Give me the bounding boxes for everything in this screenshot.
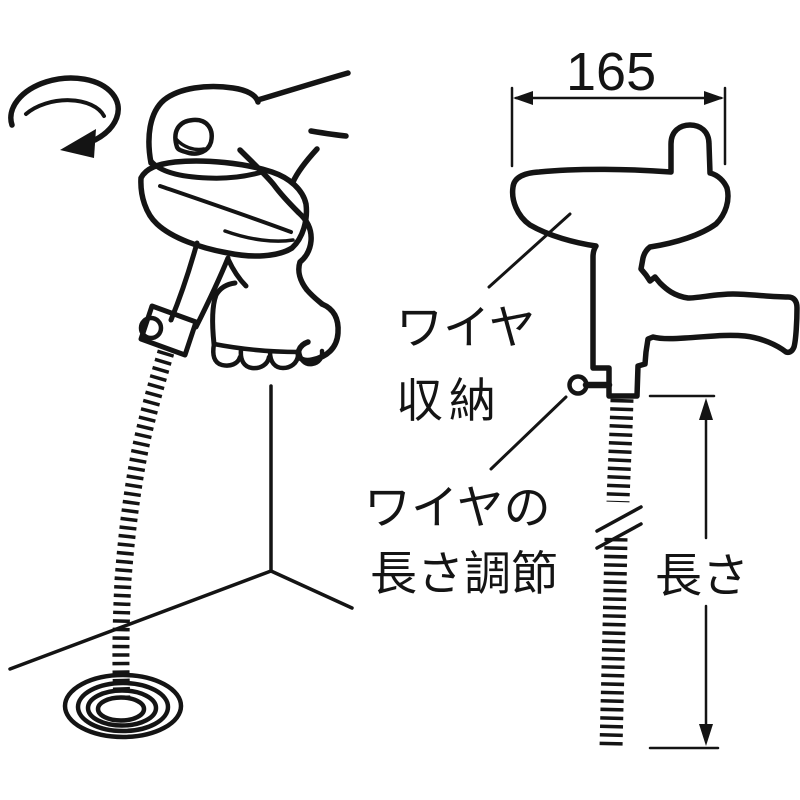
wire-length-adjuster [567, 374, 613, 396]
length-dimension-label: 長さ [655, 549, 749, 602]
fist-cuff-line [148, 158, 265, 181]
thumbscrew-left [138, 315, 164, 341]
wire-storage-label: ワイヤ 収納 [396, 301, 536, 427]
length-arrow-down [699, 724, 713, 746]
index-web-line [225, 256, 249, 289]
wire-length-adjust-label-line1: ワイヤの [364, 481, 551, 534]
hand-left-edge [210, 280, 238, 347]
tool-drum-left [138, 158, 310, 259]
finger-curl-4 [296, 348, 325, 367]
usage-illustration [8, 70, 354, 740]
drain-ring-2 [75, 680, 171, 734]
break-mark-lower [595, 522, 643, 550]
length-arrow-up [699, 398, 713, 420]
dimension-arrow-left [513, 91, 533, 105]
tool-nozzle-left [138, 240, 231, 358]
wire-upper-segment [606, 398, 634, 503]
rotation-arrow-inner-arc [24, 98, 106, 118]
neck-left-line [168, 240, 200, 323]
forearm-upper-line [255, 70, 351, 103]
drain-ring-outer [62, 672, 184, 740]
wire-storage-label-line1: ワイヤ [396, 301, 536, 354]
wrist-right-line [290, 146, 320, 185]
thumb-crease [174, 137, 206, 152]
drain-ring-inner [95, 695, 147, 723]
neck-right-line [193, 255, 231, 330]
thumb-tip [173, 117, 214, 156]
flexible-wire-left [112, 349, 175, 705]
hanging-wire [595, 398, 643, 749]
wire-storage-label-line2: 収納 [396, 374, 502, 427]
width-dimension-value: 165 [566, 42, 656, 102]
floor-line-right [269, 569, 354, 610]
dimension-arrow-right [704, 91, 724, 105]
rotation-arrow-head [60, 129, 96, 158]
cranking-hand [146, 70, 351, 181]
rotation-arrow-icon [8, 75, 121, 158]
break-mark-upper [595, 505, 643, 533]
wall-corner [8, 384, 354, 671]
wire-length-adjust-label: ワイヤの 長さ調節 [364, 481, 558, 600]
nozzle-body-left [138, 303, 199, 358]
width-dimension: 165 [510, 42, 727, 168]
floor-drain [62, 672, 184, 740]
finger-curl-1 [211, 341, 243, 368]
forearm-lower-line [308, 128, 349, 139]
thumbscrew-right [567, 374, 589, 396]
thumb-loop [295, 301, 341, 364]
wire-lower-segment [599, 537, 628, 749]
product-drawing: 165 長さ ワイヤ [364, 42, 800, 750]
drum-bottom-line [223, 229, 295, 243]
rotation-arrow-arc [8, 75, 121, 143]
knuckle-line [211, 341, 302, 355]
palm-outline [237, 147, 325, 307]
finger-curl-3 [267, 349, 301, 371]
tool-outline-right [509, 122, 800, 399]
wire-length-adjust-leader-line [489, 395, 568, 471]
wire-storage-leader-line [487, 212, 572, 289]
drum-rim-line [158, 184, 293, 234]
gripping-hand [210, 146, 341, 371]
drum-body [138, 158, 310, 259]
fist-outline [146, 83, 261, 166]
floor-line-left [8, 569, 273, 671]
finger-curl-2 [238, 347, 272, 371]
length-dimension: 長さ [648, 394, 749, 750]
wire-length-adjust-label-line2: 長さ調節 [370, 547, 558, 600]
